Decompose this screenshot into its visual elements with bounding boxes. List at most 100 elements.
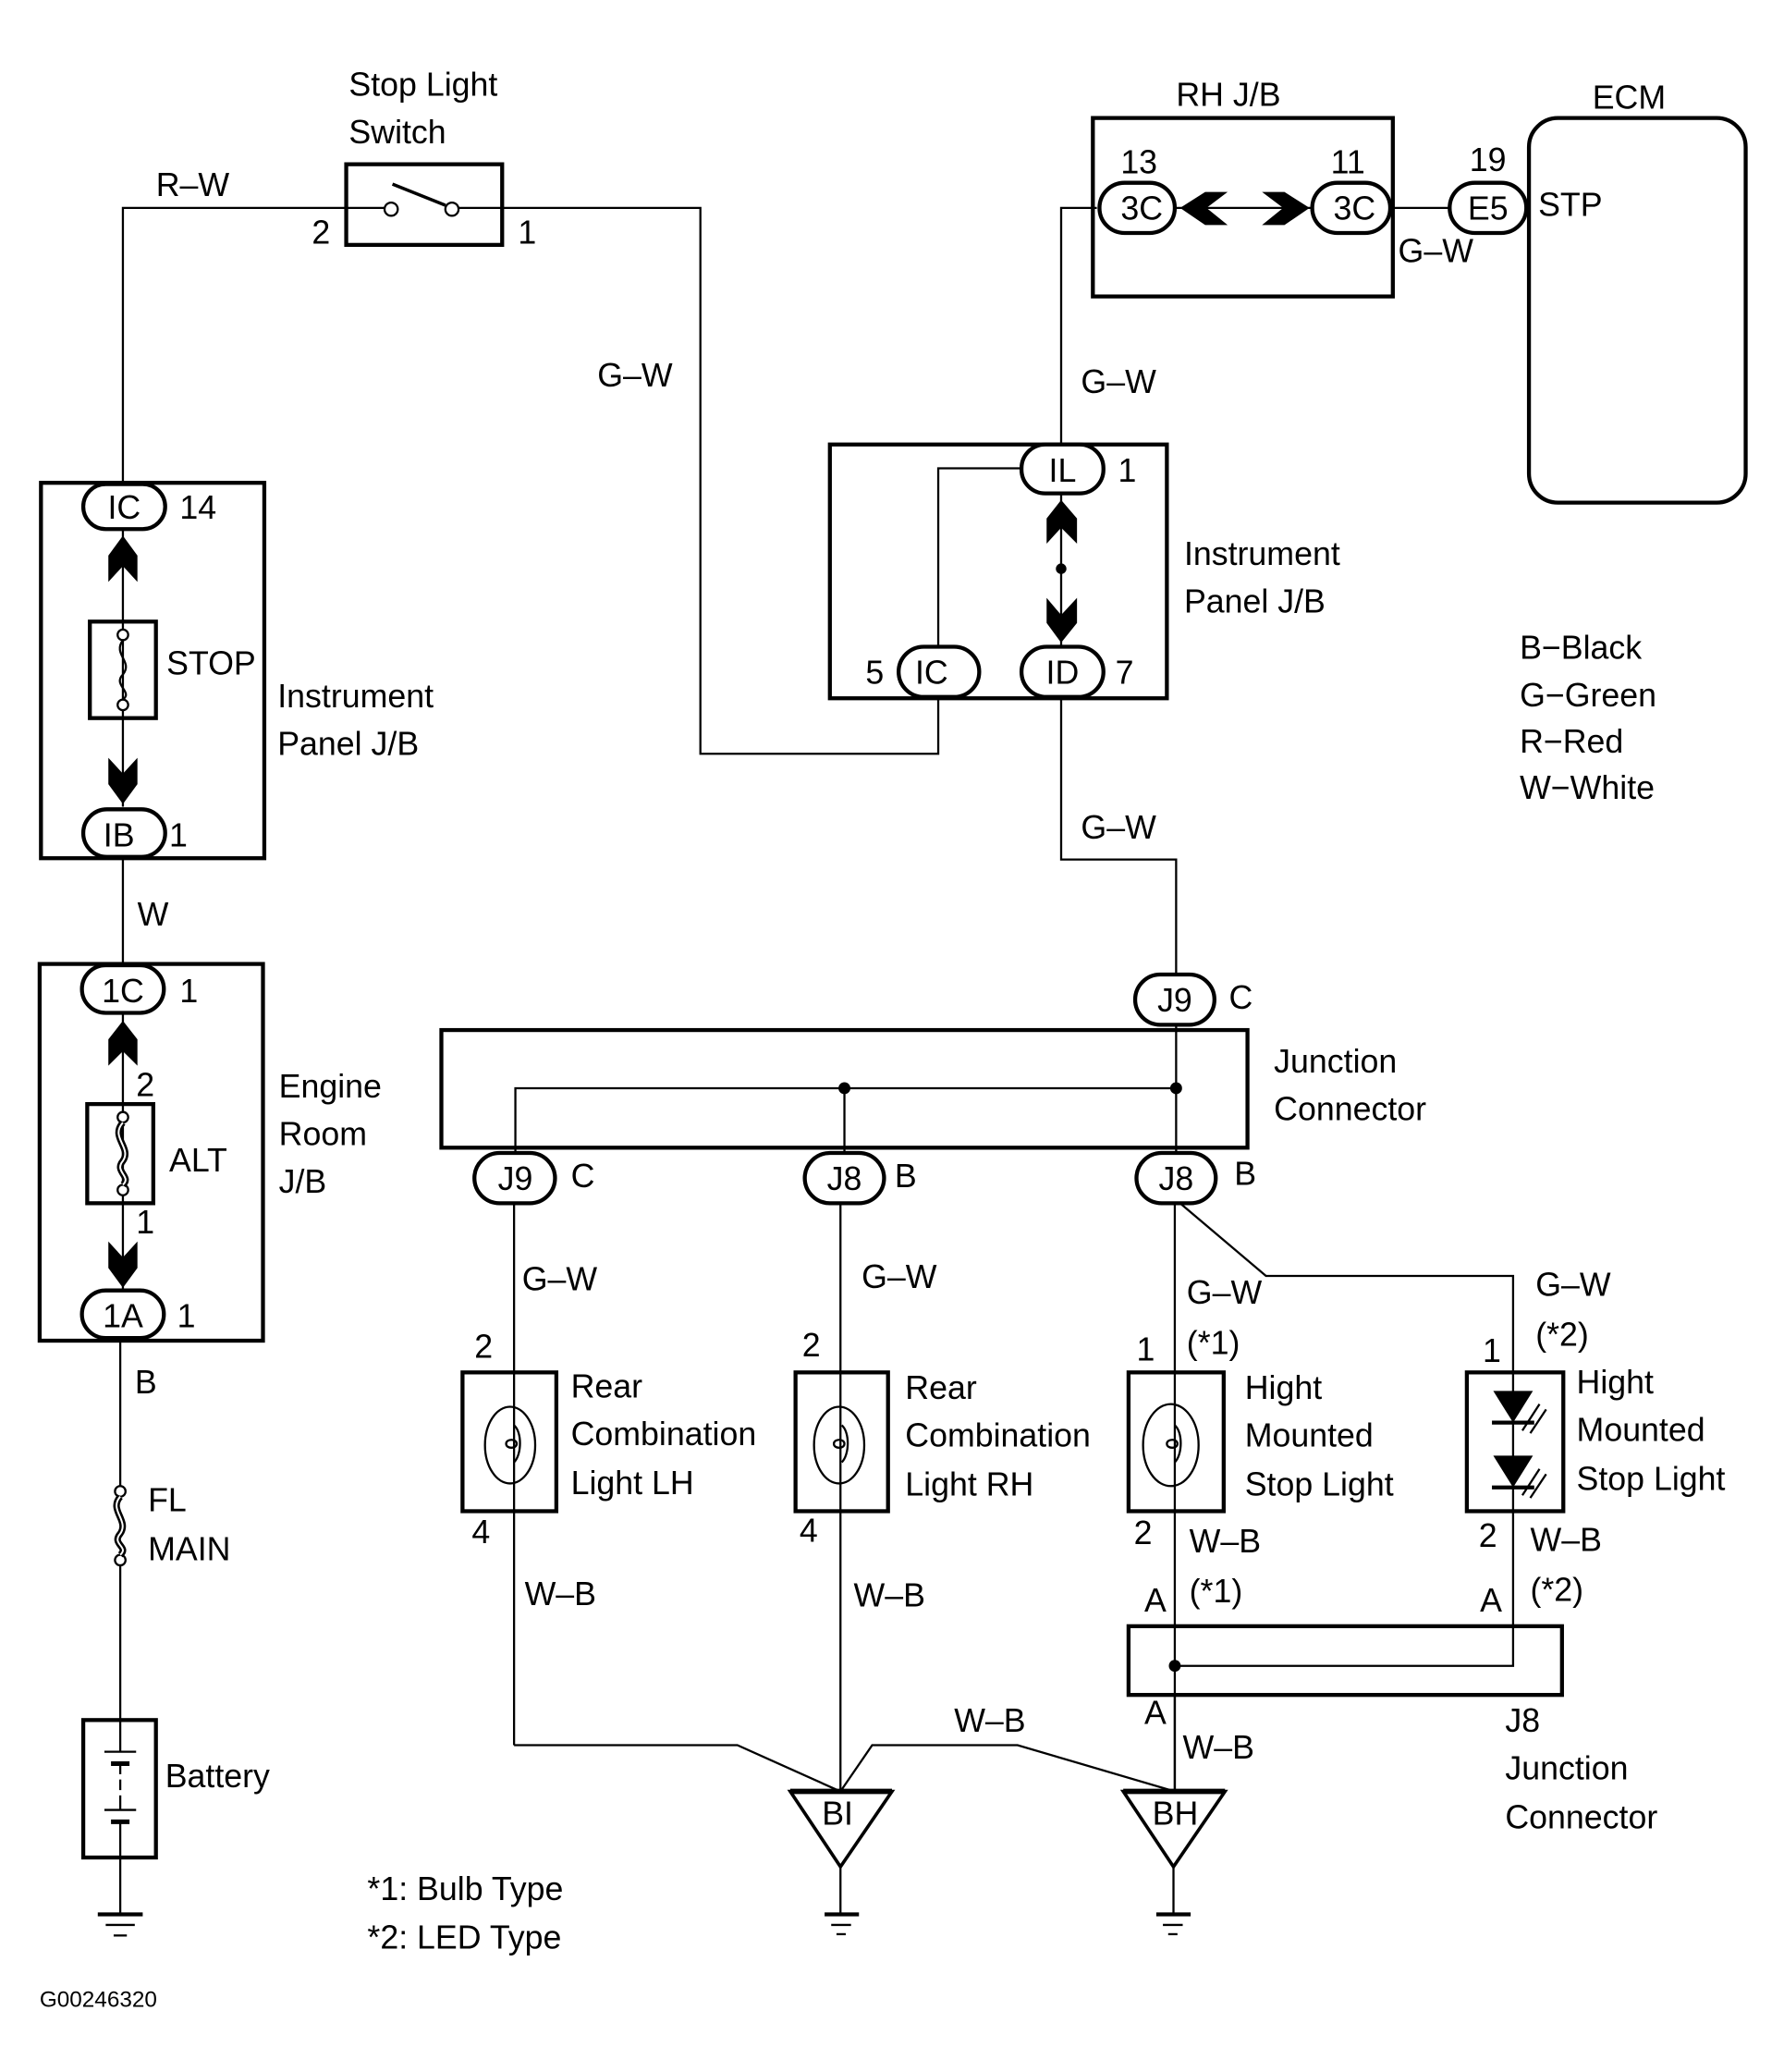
connector-id xyxy=(1019,644,1106,699)
pin-lh-2: 2 xyxy=(474,1329,493,1366)
rear-rh-name: Rear xyxy=(905,1369,977,1406)
fuse-alt-pin-2: 2 xyxy=(136,1067,154,1104)
note-hmsl2-top: (*2) xyxy=(1535,1317,1589,1354)
connector-ib-1 xyxy=(80,807,167,859)
fuse-stop-box xyxy=(88,619,158,720)
wire-label-gw-lh: G–W xyxy=(522,1261,598,1298)
wire-label-gw-hmsl1: G–W xyxy=(1187,1274,1263,1311)
wire-label-w: W xyxy=(138,896,169,933)
fuse-alt-box xyxy=(85,1101,155,1206)
pin-hmsl2-1: 1 xyxy=(1483,1332,1501,1369)
connector-j9-out-label: J9 xyxy=(498,1160,533,1197)
rear-rh-name-3: Light RH xyxy=(905,1465,1033,1502)
wire-label-gw: G–W xyxy=(597,357,673,394)
ecm-name: ECM xyxy=(1593,80,1666,116)
connector-j8-right xyxy=(1134,1150,1218,1206)
hmsl-bulb-name-3: Stop Light xyxy=(1245,1465,1394,1502)
fuse-alt-label: ALT xyxy=(169,1142,227,1179)
connector-ic-label: IC xyxy=(108,489,141,526)
chevron-up-icon xyxy=(1046,499,1078,544)
chevron-left-icon xyxy=(1179,191,1228,226)
footnotes: *1: Bulb Type *2: LED Type xyxy=(367,1870,563,1956)
pin-j9-out-c: C xyxy=(571,1158,595,1195)
ip-jb-left-name: Instrument xyxy=(277,678,434,715)
connector-j8-mid-label: J8 xyxy=(827,1160,862,1197)
pin-11: 11 xyxy=(1331,144,1365,181)
ip-jb-right-name-2: Panel J/B xyxy=(1184,582,1326,619)
pin-id-7: 7 xyxy=(1116,655,1134,692)
bulb-icon xyxy=(483,1405,537,1485)
wire-gw-switch xyxy=(502,206,940,755)
connector-ic-5-label: IC xyxy=(915,655,948,692)
wire-label-wb-lh: W–B xyxy=(525,1575,596,1612)
connector-3c-13 xyxy=(1097,180,1178,236)
hmsl-led-name-3: Stop Light xyxy=(1577,1461,1726,1498)
pin-j8-right-b: B xyxy=(1234,1155,1256,1192)
junction-connector-top: J9 C Junction Connector J9 C J8 B J8 B xyxy=(439,972,1426,1206)
chevron-up-icon xyxy=(108,1021,138,1066)
pin-rh-2: 2 xyxy=(802,1327,821,1364)
fl-main-label-2: MAIN xyxy=(148,1530,230,1567)
pin-14: 14 xyxy=(179,489,216,526)
ip-jb-right: IL 1 IC 5 ID 7 Instrument Panel J/B G–W … xyxy=(827,206,1340,976)
switch-contact-icon xyxy=(391,182,446,207)
connector-3c-13-label: 3C xyxy=(1120,190,1163,227)
wire-label-rw: R–W xyxy=(156,166,230,203)
color-legend: B−Black G−Green R−Red W−White xyxy=(1520,629,1656,806)
pin-ic-5: 5 xyxy=(865,655,884,692)
note-bulb-type: *1: Bulb Type xyxy=(367,1870,563,1907)
connector-ib-label: IB xyxy=(104,816,135,853)
ground-icon xyxy=(97,1912,143,1937)
fuse-stop-icon xyxy=(118,639,128,701)
note-hmsl1-top: (*1) xyxy=(1187,1324,1240,1361)
fl-main-label-1: FL xyxy=(148,1481,187,1518)
connector-ic-5 xyxy=(897,644,982,699)
pin-il-1: 1 xyxy=(1118,452,1136,489)
wire-label-wb-bh: W–B xyxy=(1183,1729,1254,1766)
ip-jb-left-box xyxy=(39,481,267,861)
ecm-box xyxy=(1526,116,1748,505)
pin-19: 19 xyxy=(1470,141,1507,178)
chevron-down-icon xyxy=(1046,597,1078,644)
pin-hmsl2-2: 2 xyxy=(1479,1517,1497,1554)
battery-icon xyxy=(104,1721,137,1858)
rear-rh-box xyxy=(793,1370,890,1514)
splice-point xyxy=(1056,563,1067,574)
pin-rh-4: 4 xyxy=(800,1512,818,1549)
legend-red: R−Red xyxy=(1520,723,1623,760)
rear-rh-name-2: Combination xyxy=(905,1416,1091,1453)
wire-label-gw-2: G–W xyxy=(1081,363,1156,400)
ground-bh: BH xyxy=(1119,1695,1228,1936)
pin-hmsl1-2: 2 xyxy=(1134,1514,1153,1551)
engine-room-jb-box xyxy=(37,962,265,1343)
left-power-branch: R–W IC 14 STOP IB 1 Instrument Panel J/B… xyxy=(37,166,434,1937)
led-icon xyxy=(1492,1391,1547,1434)
hmsl-led-name-2: Mounted xyxy=(1577,1412,1705,1449)
connector-1c-label: 1C xyxy=(102,973,144,1010)
chevron-down-icon xyxy=(108,1241,138,1288)
pin-ib-1: 1 xyxy=(169,816,188,853)
connector-3c-11-label: 3C xyxy=(1334,190,1376,227)
legend-white: W−White xyxy=(1520,769,1655,806)
rear-lh-box xyxy=(460,1370,559,1514)
junction-connector-name-2: Connector xyxy=(1274,1090,1426,1127)
j8-junction-box xyxy=(1126,1624,1564,1698)
rear-combination-light-rh: G–W 2 4 Rear Combination Light RH W–B xyxy=(793,1203,1091,1792)
engine-room-jb-name-2: Room xyxy=(279,1115,367,1152)
ground-icon xyxy=(825,1912,860,1936)
pin-j8-mid-b: B xyxy=(895,1158,917,1195)
splice-point xyxy=(1168,1660,1181,1673)
chevron-up-icon xyxy=(108,535,138,582)
rear-lh-name: Rear xyxy=(571,1368,643,1405)
note-hmsl1-bottom: (*1) xyxy=(1190,1573,1243,1610)
pin-hmsl1-1: 1 xyxy=(1136,1330,1155,1367)
wire-label-wb-hmsl1: W–B xyxy=(1190,1523,1261,1560)
connector-1a xyxy=(79,1288,166,1341)
wire-label-wb-bi-bh: W–B xyxy=(954,1702,1025,1739)
splice-point xyxy=(838,1082,850,1095)
pin-j9-c: C xyxy=(1229,979,1253,1016)
connector-id-label: ID xyxy=(1046,655,1080,692)
ip-jb-right-box xyxy=(827,442,1169,701)
j8-junction-connector: A J8 Junction Connector W–B xyxy=(1126,1624,1657,1836)
